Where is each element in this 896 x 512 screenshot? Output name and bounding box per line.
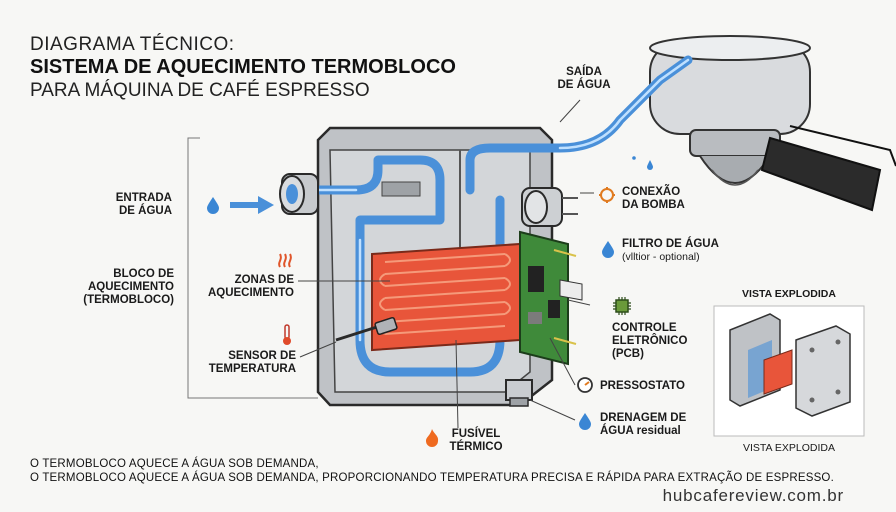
label-bloco-line-3: (TERMOBLOCO) [83, 294, 174, 306]
thermometer-icon [280, 324, 294, 351]
label-pressostato: PRESSOSTATO [600, 380, 685, 392]
label-bloco-line-1: BLOCO DE [113, 268, 174, 280]
water-inlet-fitting [279, 173, 319, 215]
pump-connection [521, 187, 578, 227]
label-sensor-line-2: TEMPERATURA [208, 363, 296, 375]
label-controle-line-1: CONTROLE [612, 322, 677, 334]
pump-icon [598, 186, 616, 209]
label-entrada-line-1: ENTRADA [115, 192, 172, 204]
drain-drop-icon [578, 412, 592, 435]
title-line-1: DIAGRAMA TÉCNICO: [30, 34, 235, 55]
label-controle-line-2: ELETRÔNICO [612, 335, 688, 347]
label-conexao: CONEXÃO DA BOMBA [622, 186, 712, 212]
water-droplets-icon [630, 152, 660, 181]
label-conexao-line-1: CONEXÃO [622, 186, 681, 198]
leader-lines [298, 99, 594, 429]
footer-line-2: O TERMOBLOCO AQUECE A ÁGUA SOB DEMANDA, … [30, 472, 834, 484]
bloco-bracket [187, 137, 318, 399]
label-saida-line-2: DE ÁGUA [557, 79, 611, 91]
flame-icon [424, 428, 440, 453]
label-bloco: BLOCO DE AQUECIMENTO (TERMOBLOCO) [80, 268, 174, 307]
water-drop-icon [206, 196, 220, 219]
label-drenagem-line-2: ÁGUA residual [600, 425, 681, 437]
label-zonas-line-1: ZONAS DE [234, 274, 294, 286]
drain-fitting [505, 379, 533, 407]
label-vista-top: VISTA EXPLODIDA [742, 288, 836, 300]
label-entrada: ENTRADA DE ÁGUA [100, 192, 172, 218]
label-entrada-line-2: DE ÁGUA [118, 205, 172, 217]
label-conexao-line-2: DA BOMBA [622, 199, 685, 211]
label-vista-bottom: VISTA EXPLODIDA [742, 442, 835, 454]
label-zonas: ZONAS DE AQUECIMENTO [196, 274, 294, 300]
label-drenagem: DRENAGEM DE ÁGUA residual [600, 412, 710, 438]
label-fusivel-line-1: FUSÍVEL [451, 428, 501, 440]
label-fusivel: FUSÍVEL TÉRMICO [440, 428, 512, 454]
label-sensor: SENSOR DE TEMPERATURA [196, 350, 296, 376]
label-zonas-line-2: AQUECIMENTO [207, 287, 294, 299]
footer-line-1: O TERMOBLOCO AQUECE A ÁGUA SOB DEMANDA, [30, 458, 319, 470]
portafilter-handle [760, 125, 896, 212]
label-saida-line-1: SAÍDA [566, 66, 602, 78]
label-controle-line-3: (PCB) [612, 348, 644, 360]
label-filtro-title: FILTRO DE ÁGUA [622, 238, 719, 250]
heat-waves-icon [276, 248, 294, 273]
label-fusivel-line-2: TÉRMICO [449, 441, 503, 453]
site-url: hubcafereview.com.br [662, 486, 844, 505]
group-head [649, 35, 811, 186]
gauge-icon [576, 376, 594, 399]
label-filtro-sub: (vlltior - optional) [622, 251, 700, 263]
filter-drop-icon [601, 240, 615, 263]
label-drenagem-line-1: DRENAGEM DE [600, 412, 687, 424]
label-saida: SAÍDA DE ÁGUA [554, 66, 614, 92]
label-bloco-line-2: AQUECIMENTO [87, 281, 174, 293]
label-sensor-line-1: SENSOR DE [228, 350, 296, 362]
pcb-board [519, 230, 583, 366]
label-filtro: FILTRO DE ÁGUA (vlltior - optional) [622, 238, 752, 264]
title-line-3: PARA MÁQUINA DE CAFÉ ESPRESSO [30, 80, 370, 101]
temperature-sensor [335, 316, 398, 342]
chip-icon [612, 296, 632, 321]
exploded-view-panel [713, 305, 865, 437]
title-line-2: SISTEMA DE AQUECIMENTO TERMOBLOCO [30, 56, 456, 78]
inflow-arrow [230, 196, 274, 214]
label-controle: CONTROLE ELETRÔNICO (PCB) [612, 322, 702, 361]
